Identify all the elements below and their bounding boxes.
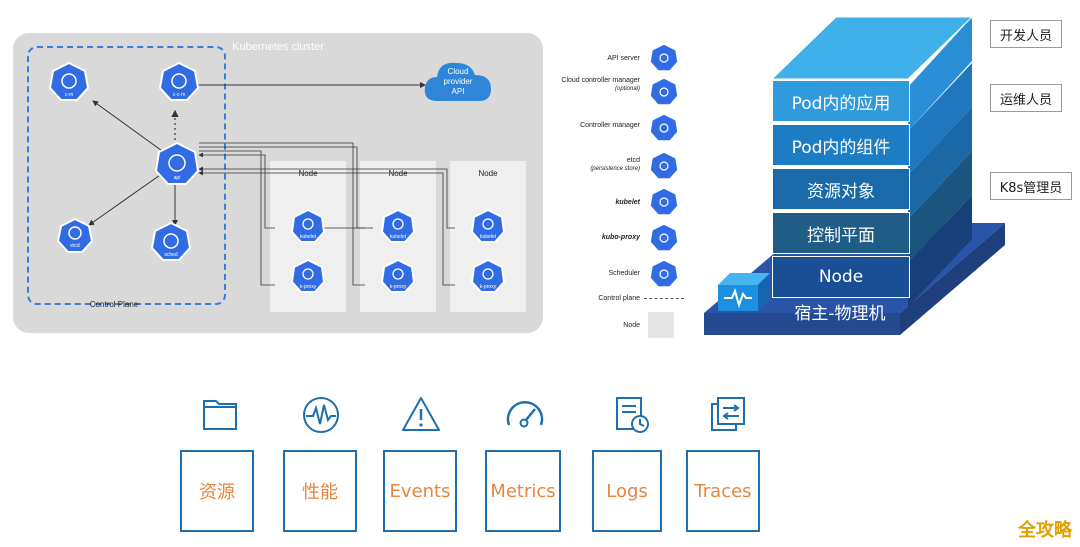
- log-clock-icon: [616, 397, 649, 433]
- observability-box-events: Events: [383, 450, 457, 532]
- api-server-icon: api: [155, 141, 199, 185]
- svg-text:c-m: c-m: [65, 92, 73, 98]
- svg-text:k-proxy: k-proxy: [300, 284, 317, 290]
- monitor-pulse-icon: [724, 288, 752, 309]
- legend-kube-proxy: kubo-proxy: [601, 234, 640, 241]
- observability-box-resources: 资源: [180, 450, 254, 532]
- observability-box-performance: 性能: [283, 450, 357, 532]
- svg-text:k-proxy: k-proxy: [480, 284, 497, 290]
- edge-api-etcd: [88, 172, 164, 226]
- role-ops: 运维人员: [990, 84, 1062, 112]
- legend-scheduler: Scheduler: [608, 270, 640, 277]
- role-k8s-admin: K8s管理员: [990, 172, 1072, 200]
- svg-text:k-proxy: k-proxy: [390, 284, 407, 290]
- legend-controller-manager: Controller manager: [580, 122, 640, 129]
- svg-text:kubelet: kubelet: [300, 234, 317, 240]
- gauge-icon: [506, 401, 544, 428]
- legend-api-server: API server: [607, 55, 640, 62]
- control-plane-label: Control Plane: [89, 300, 139, 309]
- kubelet-icon-3: kubelet: [471, 209, 505, 243]
- controller-manager-icon: c-m: [49, 61, 89, 101]
- warning-icon: [402, 397, 440, 431]
- node-label: Node: [388, 169, 408, 178]
- kubelet-icon-1: kubelet: [291, 209, 325, 243]
- legend-icons: [649, 43, 679, 288]
- legend-node: Node: [623, 322, 640, 329]
- legend-control-plane: Control plane: [598, 295, 640, 302]
- layer-node: Node: [772, 256, 910, 298]
- kube-proxy-icon-1: k-proxy: [291, 259, 325, 293]
- legend-control-plane-line: [644, 298, 684, 299]
- legend-etcd: etcd(persistence store): [590, 157, 640, 172]
- layer-pod-components: Pod内的组件: [772, 124, 910, 166]
- host-platform-front: [704, 313, 900, 335]
- kubelet-icon-2: kubelet: [381, 209, 415, 243]
- etcd-icon: etcd: [57, 217, 93, 253]
- cluster-title: Kubernetes cluster: [232, 41, 324, 53]
- svg-text:etcd: etcd: [70, 243, 80, 249]
- layer-resource-objects: 资源对象: [772, 168, 910, 210]
- observability-box-traces: Traces: [686, 450, 760, 532]
- kube-proxy-icon-2: k-proxy: [381, 259, 415, 293]
- layer-host-machine: 宿主-物理机: [794, 303, 886, 324]
- cloud-controller-manager-icon: c-c-m: [159, 61, 199, 101]
- kube-proxy-icon-3: k-proxy: [471, 259, 505, 293]
- observability-box-metrics: Metrics: [485, 450, 561, 532]
- scheduler-icon: sched: [151, 221, 191, 261]
- pulse-icon: [303, 397, 339, 433]
- layer-pod-app: Pod内的应用: [772, 80, 910, 122]
- cloud-provider-icon: [424, 62, 491, 101]
- edge-api-cm: [92, 100, 166, 154]
- legend-cloud-controller: Cloud controller manager(optional): [561, 77, 640, 92]
- control-plane-box: Control Plane: [27, 46, 226, 309]
- legend: API server Cloud controller manager(opti…: [530, 40, 710, 340]
- svg-text:api: api: [174, 175, 181, 181]
- svg-text:kubelet: kubelet: [390, 234, 407, 240]
- cluster-connections: [88, 82, 455, 286]
- cloud-provider-label: Cloud provider API: [443, 67, 473, 96]
- svg-text:sched: sched: [164, 252, 178, 258]
- node-label: Node: [298, 169, 318, 178]
- observability-box-logs: Logs: [592, 450, 662, 532]
- svg-text:kubelet: kubelet: [480, 234, 497, 240]
- role-developer: 开发人员: [990, 20, 1062, 48]
- watermark: 全攻略: [1018, 520, 1072, 541]
- node-label: Node: [478, 169, 498, 178]
- layer-control-plane: 控制平面: [772, 212, 910, 254]
- folder-icon: [203, 400, 237, 430]
- kubernetes-cluster-panel: Kubernetes cluster Control Plane Node No…: [13, 33, 543, 333]
- legend-node-swatch: [648, 312, 674, 338]
- svg-text:c-c-m: c-c-m: [173, 92, 186, 98]
- legend-kubelet: kubelet: [615, 199, 640, 206]
- trace-icon: [711, 397, 745, 431]
